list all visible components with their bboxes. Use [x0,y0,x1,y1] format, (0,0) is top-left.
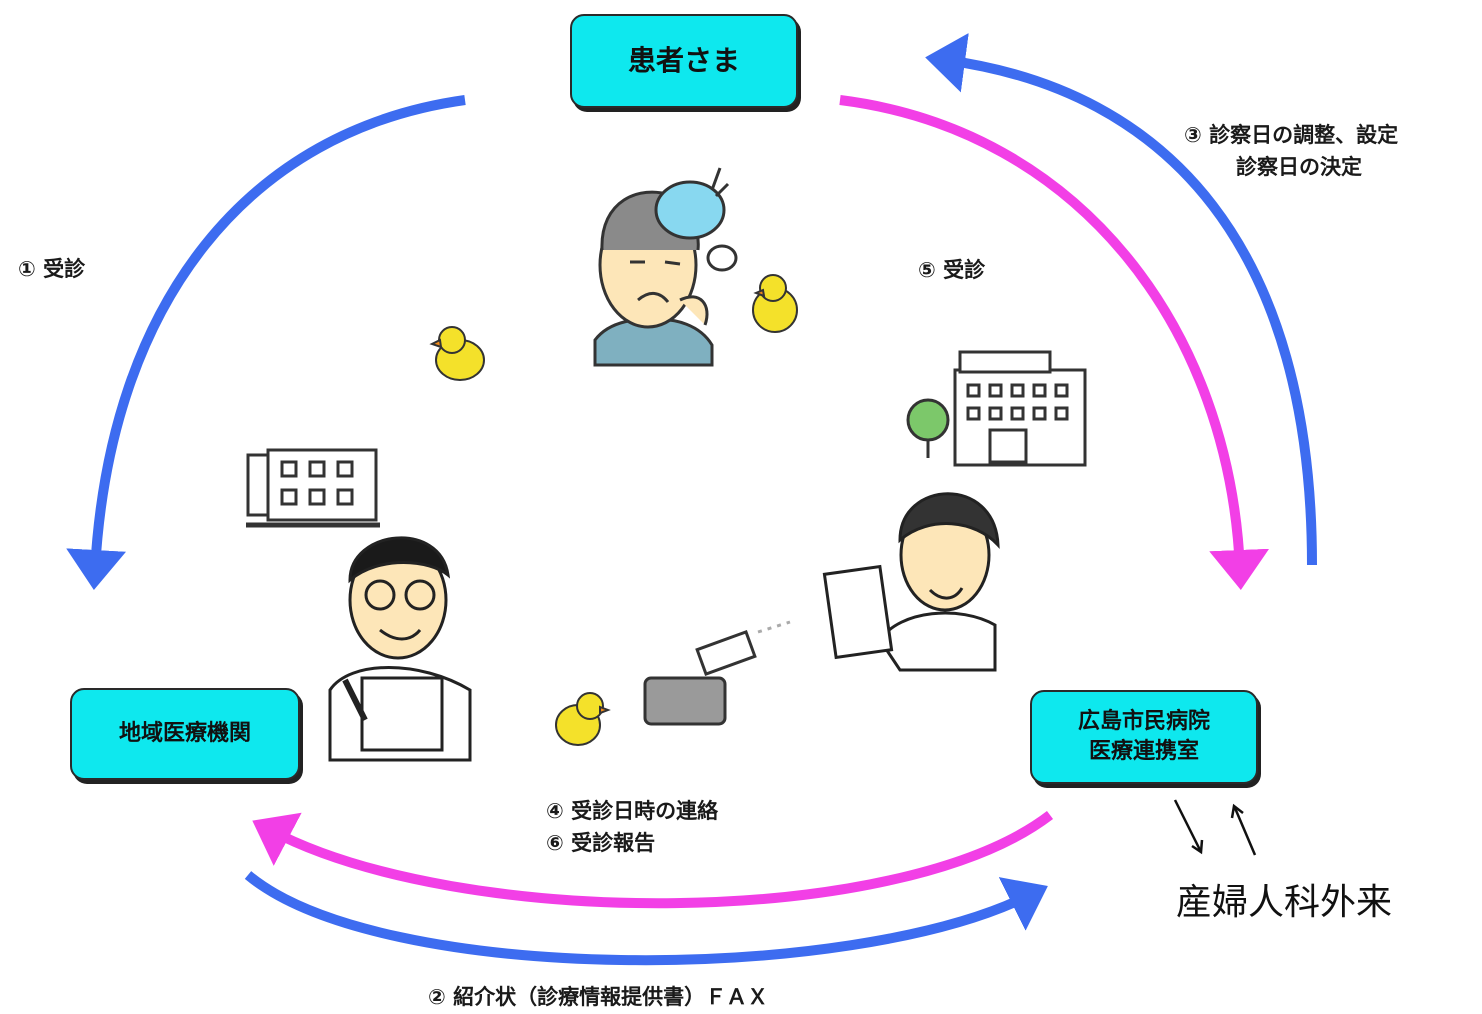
nurse-illustration [822,492,1000,672]
arrow-clinic-to-hospital [244,871,1048,966]
chick-upper-right [752,274,798,333]
step6-label: ⑥ 受診報告 [546,830,656,855]
local-clinic-node-label: 地域医療機関 [118,721,251,747]
clinic-building-icon [246,448,380,528]
city-hospital-node-line2: 医療連携室 [1088,739,1199,764]
arrow-hospital-to-clinic [252,811,1054,909]
city-hospital-node: 広島市民病院 医療連携室 [1030,690,1258,784]
step3-label: ③ 診察日の調整、設定 診察日の決定 [1184,120,1398,183]
step4-label: ④ 受診日時の連絡 [546,799,719,823]
chick-left [429,326,485,381]
arrow-hospital-to-patient [925,32,1317,566]
patient-illustration [593,167,738,367]
step2-label: ② 紹介状（診療情報提供書）ＦＡＸ [428,985,769,1009]
local-clinic-node: 地域医療機関 [70,688,300,780]
department-label: 産婦人科外来 [1176,882,1393,923]
doctor-illustration [328,536,472,762]
fax-machine-icon [643,620,791,726]
step1-label: ① 受診 [18,257,86,281]
step3-label-line1: ③ 診察日の調整、設定 [1184,123,1399,147]
arrow-patient-to-hospital [839,95,1270,590]
hospital-building-icon [906,350,1087,467]
city-hospital-node-line1: 広島市民病院 [1077,709,1210,735]
patient-node-label: 患者さま [627,44,740,78]
step5-label: ⑤ 受診 [918,258,986,282]
step4-6-label: ④ 受診日時の連絡 ⑥ 受診報告 [546,796,718,859]
chick-bottom [555,692,611,746]
step3-label-line2: 診察日の決定 [1236,154,1362,179]
department-link-arrows [1173,799,1257,856]
arrow-patient-to-clinic [66,95,466,590]
patient-node: 患者さま [570,14,798,108]
